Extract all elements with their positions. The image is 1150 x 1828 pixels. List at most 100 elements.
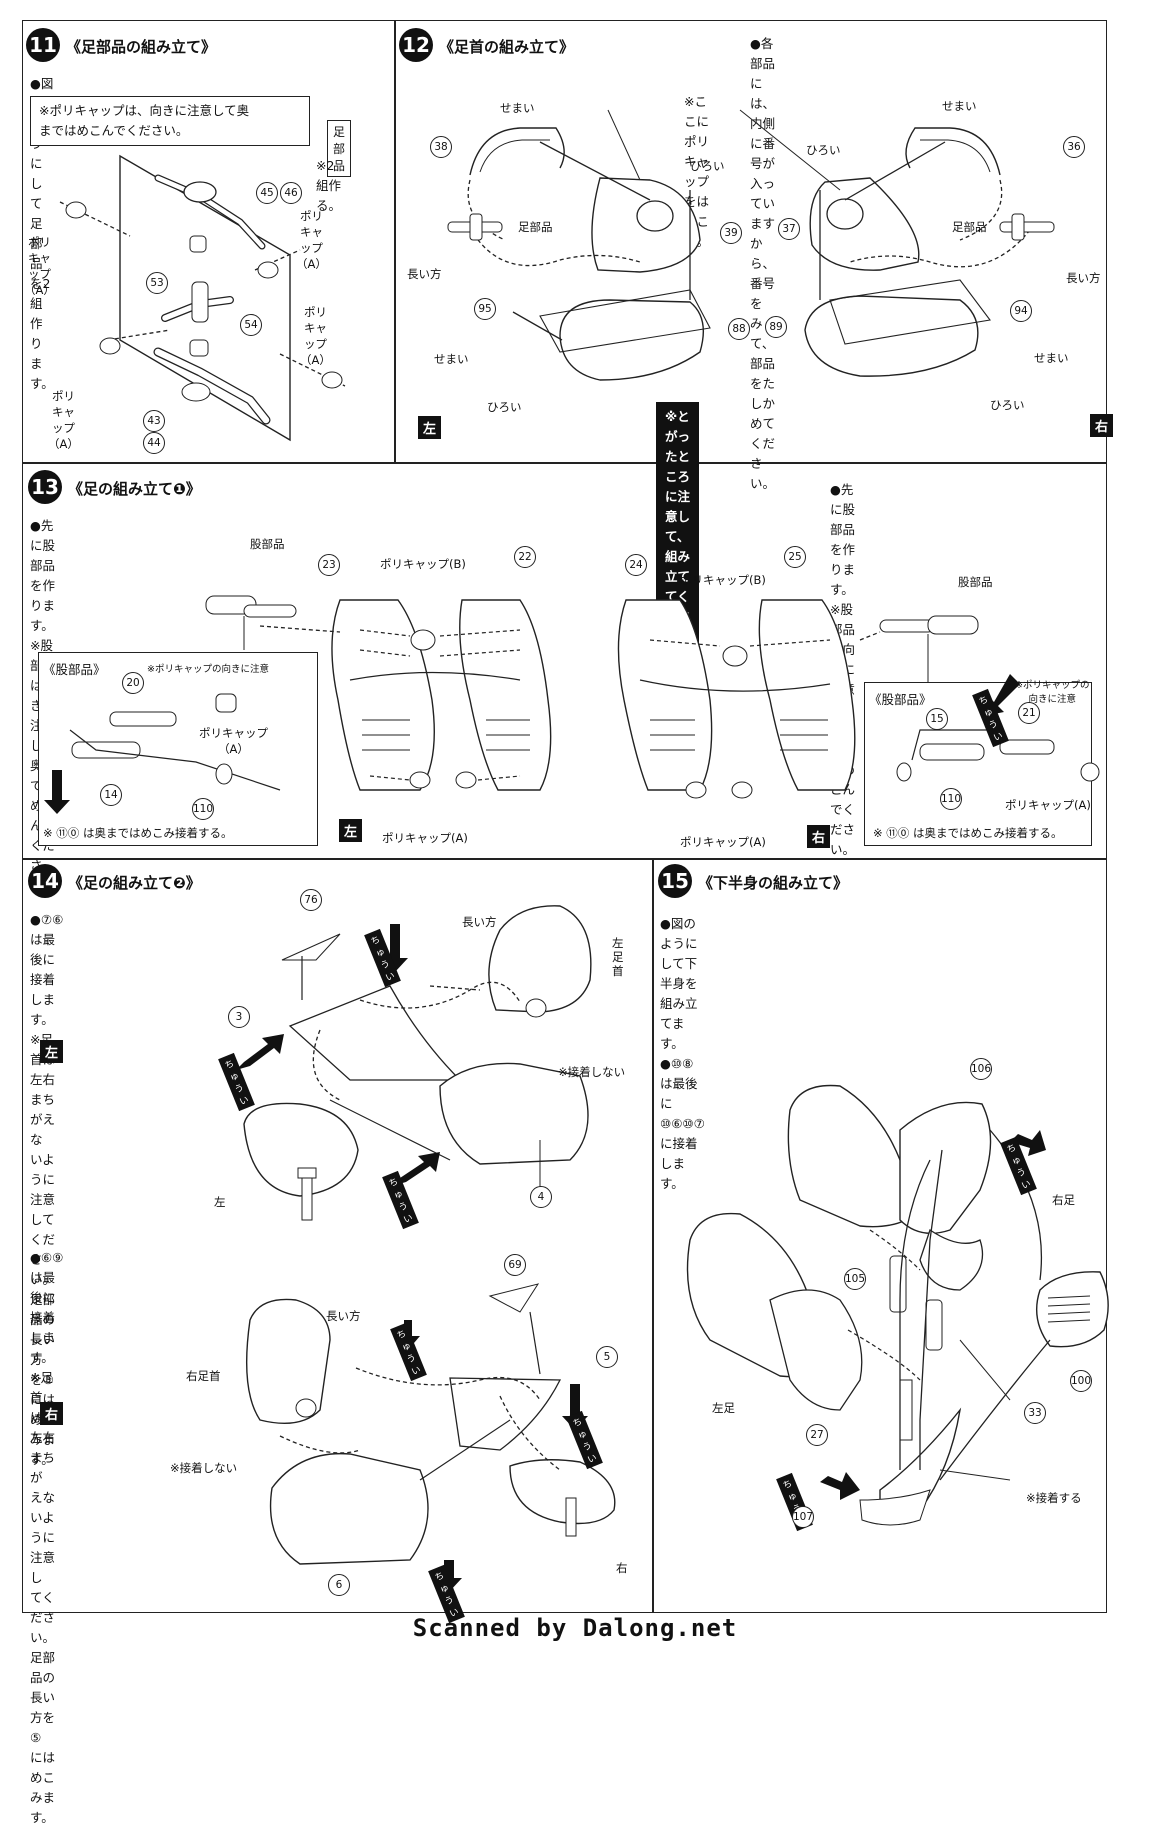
left-tag: 左 [418,416,442,439]
foot-part-label: 足部品 [327,120,352,177]
polycap-orientation-note: ※ポリキャップの 向きに注意 [1015,680,1090,705]
part-number: 3 [228,1006,250,1028]
step-title: 《足の組み立て❶》 [68,480,201,498]
polycap-b-label: ポリキャップ(B) [380,557,466,571]
part-number: 69 [504,1254,526,1276]
polycap-b-label: ポリキャップ(B) [680,573,766,587]
step-title: 《下半身の組み立て》 [698,874,849,892]
step-12-diagram [447,109,1055,381]
long-side-label: 長い方 [326,1309,361,1323]
no-glue-note: ※接着しない [558,1065,626,1079]
long-side-label: 長い方 [407,267,442,281]
part-number: 38 [430,136,452,158]
polycap-a-label: ポリキャップ （A） [199,726,268,756]
part-number: 43 [143,410,165,432]
step-13-diagram [205,595,979,799]
step-number: 11 [26,28,60,62]
polycap-a-label: ポリキャップ （A） [300,305,331,367]
polycap-a-label: ポリキャップ(A) [382,831,468,845]
thigh-subtitle: 《股部品》 [869,692,932,707]
part-number: 95 [474,298,496,320]
part-number: 44 [143,432,165,454]
step-title: 《足首の組み立て》 [439,38,575,56]
step-number: 12 [399,28,433,62]
wide-label: ひろい [487,400,522,414]
part-number: 27 [806,1424,828,1446]
foot-part-label: 足部品 [518,220,553,234]
polycap-a-label: ポリキャップ （A） [24,235,55,297]
part-number: 6 [328,1574,350,1596]
step-15-diagram [686,1084,1109,1526]
narrow-label: せまい [942,99,977,113]
part-number: 45 [256,182,278,204]
part-number: 21 [1018,702,1040,724]
glue-note: ※ ⑪⓪ は奥まではめこみ接着する。 [873,826,1063,840]
thigh-part-label: 股部品 [250,537,285,551]
step-title: 《足部品の組み立て》 [66,38,217,56]
make-two-note: ※2組作る。 [316,158,342,213]
polycap-orientation-note: ※ポリキャップの向きに注意 [147,664,269,675]
part-number: 37 [778,218,800,240]
step-note: ●図のようにして下半身を組み立てます。 ●⑩⑧は最後に⑩⑥⑩⑦に接着します。 [660,916,705,1191]
part-number: 100 [1070,1370,1092,1392]
left-ankle-label: 左 足 首 [612,936,624,978]
divider [22,858,1107,860]
right-leg-label: 右足 [1052,1193,1075,1207]
right-ankle-label: 右足首 [186,1369,221,1383]
part-number: 15 [926,708,948,730]
wide-label: ひろい [690,159,725,173]
instruction-sheet [22,20,1107,1613]
part-number: 36 [1063,136,1085,158]
right-tag: 右 [807,825,831,848]
part-number: 89 [765,316,787,338]
step-number: 15 [658,864,692,898]
part-number: 25 [784,546,806,568]
narrow-label: せまい [1034,351,1069,365]
part-number: 24 [625,554,647,576]
part-number: 107 [792,1506,814,1528]
long-side-label: 長い方 [462,915,497,929]
foot-part-label: 足部品 [952,220,987,234]
polycap-a-label: ポリキャップ(A) [1005,798,1091,812]
divider [394,20,396,462]
step-number: 14 [28,864,62,898]
part-number: 14 [100,784,122,806]
right-label: 右 [616,1561,628,1575]
narrow-label: せまい [434,352,469,366]
polycap-a-label: ポリキャップ （A） [48,389,79,451]
thigh-subtitle: 《股部品》 [43,662,106,677]
step-number: 13 [28,470,62,504]
left-label: 左 [214,1195,226,1209]
left-tag: 左 [40,1040,64,1063]
polycap-a-label: ポリキャップ(A) [680,835,766,849]
wide-label: ひろい [990,398,1025,412]
part-number: 106 [970,1058,992,1080]
polycap-caution-box: ※ポリキャップは、向きに注意して奥 まではめこんでください。 [30,96,310,146]
step-note: ●各部品には、内側に番号が入っていますから、番号を みて、部品をたしかめてくださ… [750,36,776,491]
part-number: 105 [844,1268,866,1290]
part-number: 54 [240,314,262,336]
scan-credit: Scanned by Dalong.net [412,1614,738,1642]
glue-note: ※ ⑪⓪ は奥まではめこみ接着する。 [43,826,233,840]
part-number: 110 [192,798,214,820]
step-11-diagram [59,154,346,442]
step-title: 《足の組み立て❷》 [68,874,201,892]
left-leg-label: 左足 [712,1401,735,1415]
part-number: 4 [530,1186,552,1208]
divider [22,462,1107,464]
right-tag: 右 [1090,414,1114,437]
part-number: 53 [146,272,168,294]
thigh-part-label: 股部品 [958,575,993,589]
glue-note: ※接着する [1026,1491,1082,1505]
part-number: 88 [728,318,750,340]
part-number: 33 [1024,1402,1046,1424]
step-14-diagram [236,905,616,1592]
thigh-subassembly-left-drawing [44,693,281,814]
right-tag: 右 [40,1402,64,1425]
polycap-a-label: ポリキャップ （A） [296,209,327,271]
part-number: 20 [122,672,144,694]
part-number: 5 [596,1346,618,1368]
part-number: 22 [514,546,536,568]
part-number: 110 [940,788,962,810]
part-number: 94 [1010,300,1032,322]
